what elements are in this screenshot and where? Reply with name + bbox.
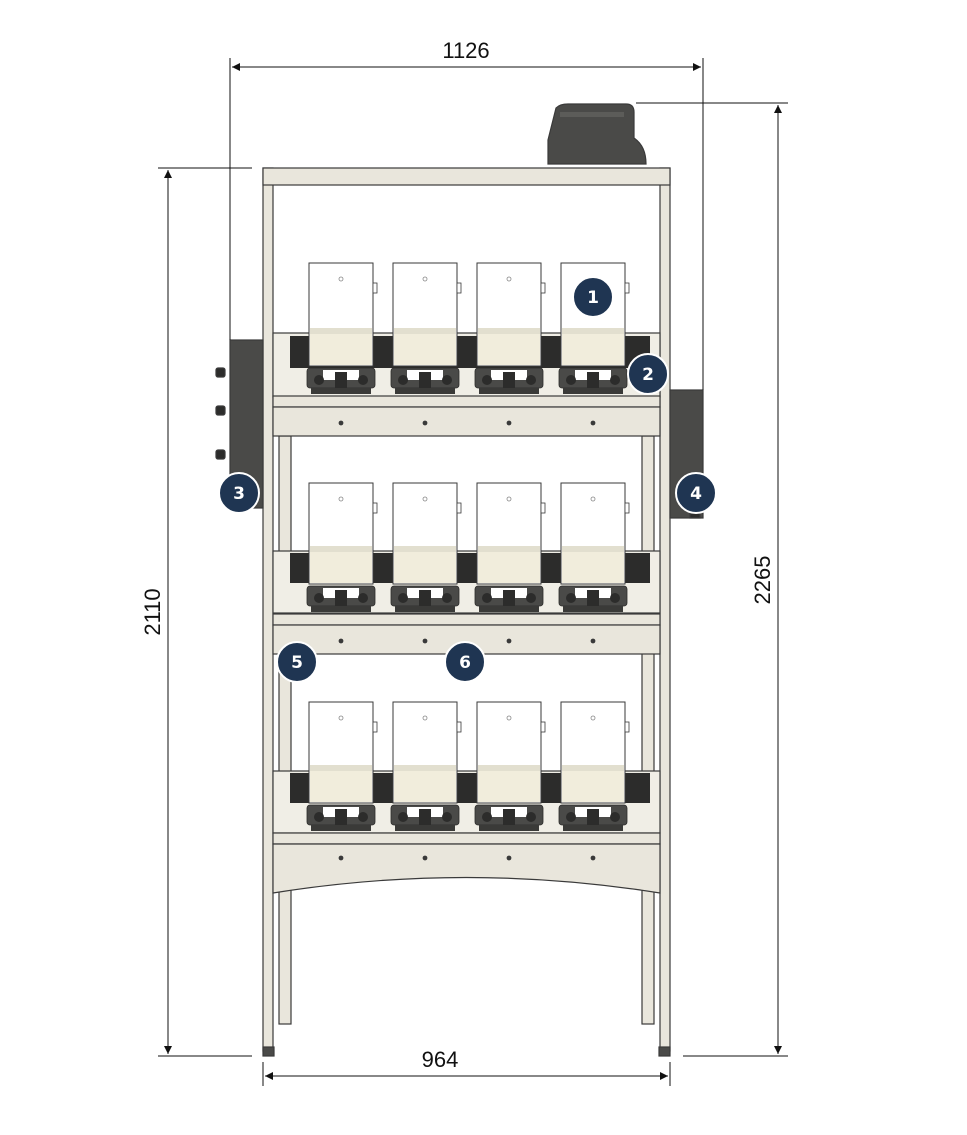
- container: [306, 701, 378, 831]
- callout-2: 2: [627, 353, 669, 395]
- container: [474, 262, 546, 394]
- callout-6: 6: [444, 641, 486, 683]
- bolt-hole: [422, 420, 428, 426]
- container: [390, 482, 462, 612]
- callout-4: 4: [675, 472, 717, 514]
- numbered-circle-icon: [627, 353, 669, 395]
- callout-4-label: 4: [690, 484, 702, 504]
- bolt-hole: [590, 855, 596, 861]
- callout-5: 5: [276, 641, 318, 683]
- bolt-hole: [506, 420, 512, 426]
- bolt-hole: [422, 855, 428, 861]
- bolt-hole: [422, 638, 428, 644]
- numbered-circle-icon: [218, 472, 260, 514]
- right-inner-post: [641, 435, 655, 1025]
- container: [390, 262, 462, 394]
- callout-3-label: 3: [233, 484, 245, 504]
- callout-1-label: 1: [587, 288, 599, 308]
- rack-frame: [215, 103, 704, 1057]
- container: [474, 482, 546, 612]
- container: [558, 482, 630, 612]
- callout-3: 3: [218, 472, 260, 514]
- container-group: [306, 262, 630, 831]
- overall-height-label: 2265: [750, 556, 775, 605]
- bolt-hole: [590, 638, 596, 644]
- left-outer-post: [262, 167, 274, 1052]
- top-rail: [262, 167, 671, 186]
- overall-width-label: 1126: [442, 38, 489, 63]
- frame-height-label: 2110: [140, 588, 165, 635]
- bolt-hole: [506, 638, 512, 644]
- callout-5-label: 5: [291, 653, 303, 673]
- right-outer-post: [659, 167, 671, 1052]
- container: [390, 701, 462, 831]
- callout-2-label: 2: [642, 365, 654, 385]
- shelf-1-tray: [272, 395, 661, 437]
- bolt-hole-group: [338, 420, 596, 861]
- container: [558, 701, 630, 831]
- left-inner-post: [278, 435, 292, 1025]
- callout-6-label: 6: [459, 653, 471, 673]
- numbered-circle-icon: [675, 472, 717, 514]
- left-foot: [262, 1046, 275, 1057]
- container: [306, 262, 378, 394]
- numbered-circle-icon: [444, 641, 486, 683]
- container: [474, 701, 546, 831]
- frame-width-label: 964: [422, 1047, 459, 1072]
- numbered-circle-icon: [572, 276, 614, 318]
- bolt-hole: [506, 855, 512, 861]
- shelf-3-tray: [272, 832, 661, 894]
- right-foot: [658, 1046, 671, 1057]
- dimension-lines: [158, 58, 788, 1086]
- numbered-circle-icon: [276, 641, 318, 683]
- bolt-hole: [338, 855, 344, 861]
- top-motor-unit: [547, 103, 647, 165]
- bolt-hole: [338, 420, 344, 426]
- callout-1: 1: [572, 276, 614, 318]
- container: [306, 482, 378, 612]
- bolt-hole: [338, 638, 344, 644]
- bolt-hole: [590, 420, 596, 426]
